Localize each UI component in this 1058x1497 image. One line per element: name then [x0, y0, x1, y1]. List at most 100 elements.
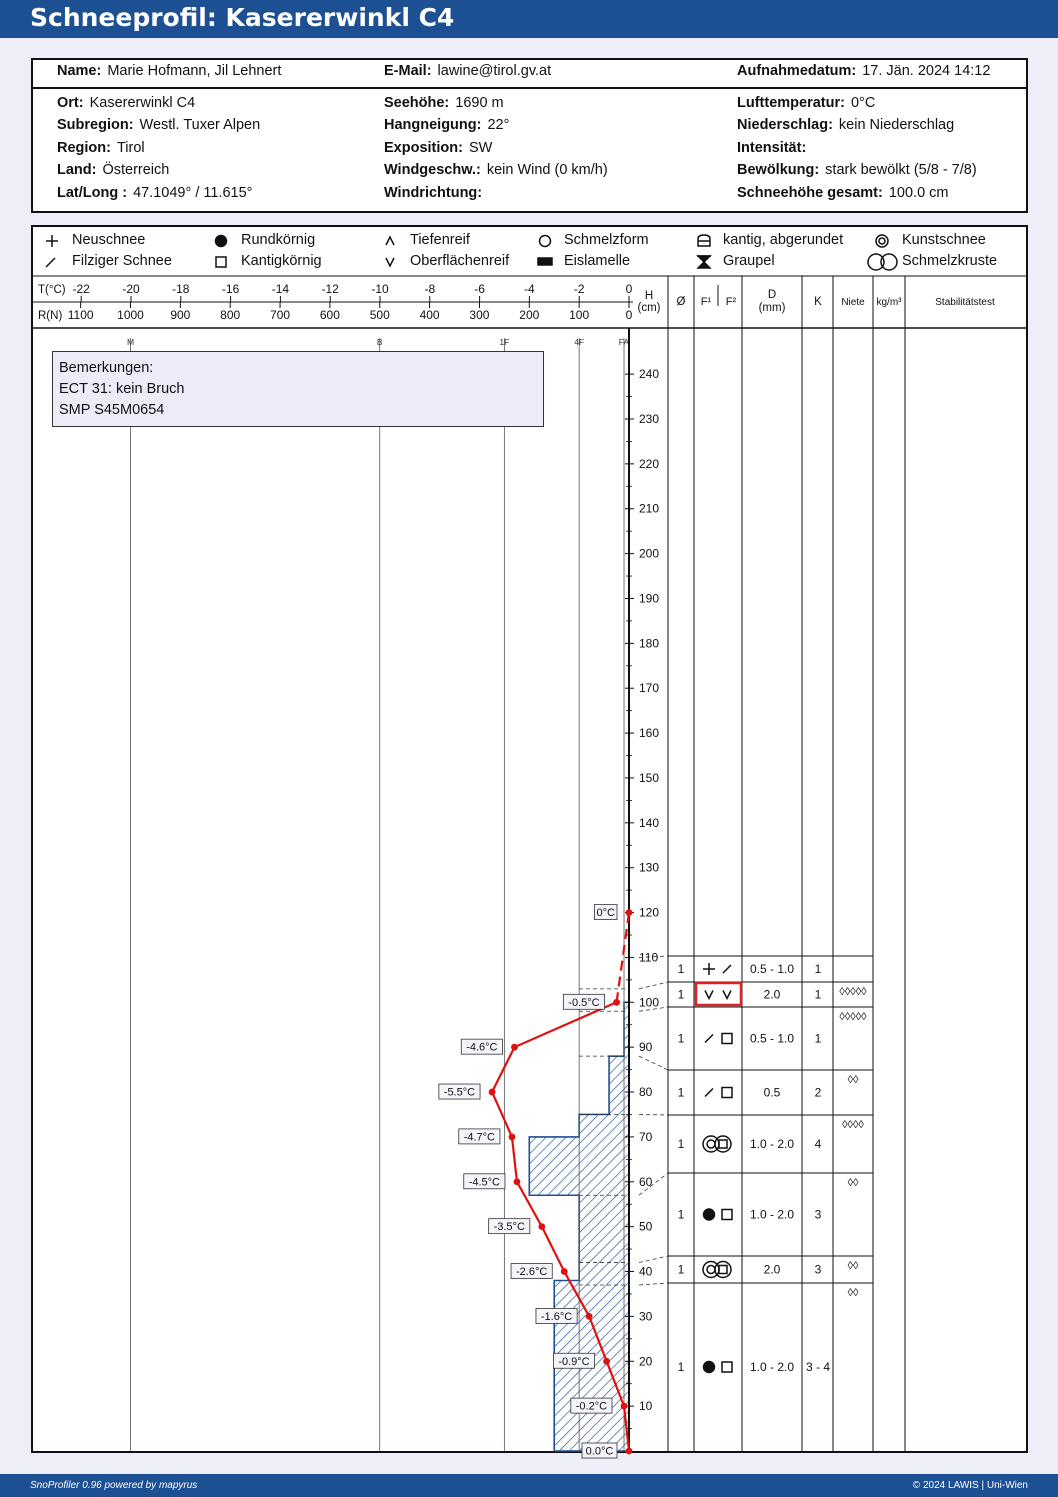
info-wind-value: kein Wind (0 km/h): [486, 162, 608, 178]
layer-connector-5: [638, 1055, 669, 1071]
h-tick-label-190: 190: [639, 591, 659, 605]
hardness-label-1f: 1F: [499, 337, 509, 347]
layer-f1-icon-5: [704, 1033, 714, 1044]
layer-k-5: 1: [815, 1032, 822, 1046]
info-windrichtung-label: Windrichtung:: [384, 185, 483, 201]
hardness-bar-3: [579, 1114, 629, 1137]
temperature-label-box-6: [463, 1173, 506, 1190]
temperature-point-0: [625, 1447, 633, 1455]
legend-item-kunstschnee: Kunstschnee: [902, 232, 986, 248]
info-latlong: Lat/Long :47.1049° / 11.615°: [57, 185, 252, 201]
h-tick-label-110: 110: [639, 950, 658, 964]
layer-k-4: 2: [815, 1086, 822, 1100]
layer-theta-5: 1: [678, 1032, 685, 1046]
layer-grain-size-7: 0.5 - 1.0: [750, 962, 794, 976]
info-wind-label: Windgeschw.:: [384, 162, 481, 178]
info-region: Region:Tirol: [57, 140, 145, 156]
temperature-label-box-0: [581, 1442, 618, 1459]
hardness-label-fa: FA: [619, 337, 630, 347]
info-box: [31, 58, 1028, 213]
h-tick-label-10: 10: [639, 1399, 653, 1413]
info-name-label: Name:: [57, 63, 102, 79]
temperature-label-box-4: [510, 1263, 553, 1279]
info-wind: Windgeschw.: kein Wind (0 km/h): [384, 162, 608, 178]
r-tick-label-4: 700: [270, 308, 290, 322]
temperature-point-1: [620, 1402, 628, 1410]
temperature-label-10: -0.5°C: [568, 997, 599, 1009]
r-axis-label: R(N): [38, 310, 62, 322]
caret-up-icon: [385, 235, 395, 246]
temperature-point-10: [613, 998, 620, 1006]
layer-grain-size-1: 2.0: [764, 1263, 781, 1277]
legend-item-eislamelle: Eislamelle: [564, 253, 631, 269]
info-windrichtung: Windrichtung:: [384, 185, 488, 201]
info-seehoehe-value: 1690 m: [455, 95, 504, 111]
footer-credit: SnoProfiler 0.96 powered by mapyrus: [30, 1480, 198, 1491]
layer-niete-0: ◊◊: [848, 1287, 859, 1299]
col-f1: F¹: [701, 296, 712, 308]
r-tick-label-10: 100: [569, 308, 589, 322]
temperature-label-6: -4.5°C: [469, 1176, 500, 1188]
info-hangneigung-value: 22°: [487, 117, 510, 133]
axis-labels: T(°C) R(N) H (cm) Ø F¹ F² D (mm) K Niete…: [38, 284, 995, 322]
info-lufttemp: Lufttemperatur:0°C: [737, 95, 875, 111]
t-tick-label-1: -20: [122, 282, 140, 296]
h-tick-label-210: 210: [639, 502, 659, 516]
info-subregion-value: Westl. Tuxer Alpen: [139, 117, 261, 133]
layer-f1-icon-7: [703, 963, 715, 975]
layer-theta-3: 1: [678, 1137, 685, 1151]
caret-down-icon: [385, 257, 395, 268]
t-tick-label-4: -14: [272, 282, 290, 296]
legend-item-neuschnee: Neuschnee: [72, 232, 146, 248]
layer-niete-4: ◊◊: [848, 1074, 859, 1086]
layer-niete-3: ◊◊◊◊: [842, 1119, 864, 1131]
open-square-icon: [215, 256, 227, 268]
highlight-box: [694, 981, 743, 1007]
temperature-label-box-7: [458, 1128, 501, 1145]
open-circle-icon: [538, 234, 552, 248]
legend-item-kantig-abgerundet: kantig, abgerundet: [723, 232, 844, 248]
layer-niete-1: ◊◊: [848, 1260, 859, 1272]
temperature-point-5: [538, 1223, 546, 1231]
temperature-label-11: 0°C: [596, 907, 615, 919]
layer-connector-3: [638, 1172, 669, 1196]
plus-icon: [46, 235, 58, 247]
double-circle-icon: [875, 234, 889, 248]
info-land: Land:Österreich: [57, 162, 169, 178]
info-latlong-label: Lat/Long :: [57, 185, 128, 201]
t-tick-label-2: -18: [172, 282, 190, 296]
info-email: E-Mail:lawine@tirol.gv.at: [384, 63, 551, 79]
t-tick-label-9: -4: [524, 282, 535, 296]
col-stability: Stabilitätstest: [935, 297, 995, 308]
temperature-point-7: [508, 1133, 516, 1141]
legend-item-schmelzkruste: Schmelzkruste: [902, 253, 998, 269]
layer-k-6: 1: [815, 988, 822, 1002]
layer-f2-icon-6: [722, 990, 732, 1001]
layer-grain-size-5: 0.5 - 1.0: [750, 1032, 794, 1046]
layer-k-7: 1: [815, 962, 822, 976]
info-exposition: Exposition:SW: [384, 140, 492, 156]
info-subregion: Subregion: Westl. Tuxer Alpen: [57, 117, 260, 133]
h-tick-label-200: 200: [639, 547, 659, 561]
hardness-bar-1: [579, 1195, 629, 1281]
t-tick-label-7: -8: [424, 282, 435, 296]
h-tick-label-40: 40: [639, 1265, 653, 1279]
col-d: D: [768, 289, 776, 301]
info-schneehoehe-label: Schneehöhe gesamt:: [737, 185, 883, 201]
temperature-label-box-3: [535, 1307, 578, 1324]
temperature-point-4: [560, 1268, 568, 1275]
layer-connector-2: [638, 1255, 669, 1263]
temperature-point-11: [625, 909, 633, 916]
h-tick-label-130: 130: [639, 861, 659, 875]
layer-f1-icon-2: [702, 1208, 716, 1221]
info-email-value: lawine@tirol.gv.at: [437, 63, 552, 79]
h-tick-label-180: 180: [639, 636, 659, 650]
info-subregion-label: Subregion:: [57, 117, 134, 133]
layer-f2-icon-5: [721, 1032, 733, 1045]
hardness-bar-5: [624, 1002, 629, 1057]
header-bar: Schneeprofil: Kasererwinkl C4: [0, 0, 1058, 38]
page-title: Schneeprofil: Kasererwinkl C4: [30, 3, 455, 32]
temperature-point-6: [513, 1178, 521, 1186]
